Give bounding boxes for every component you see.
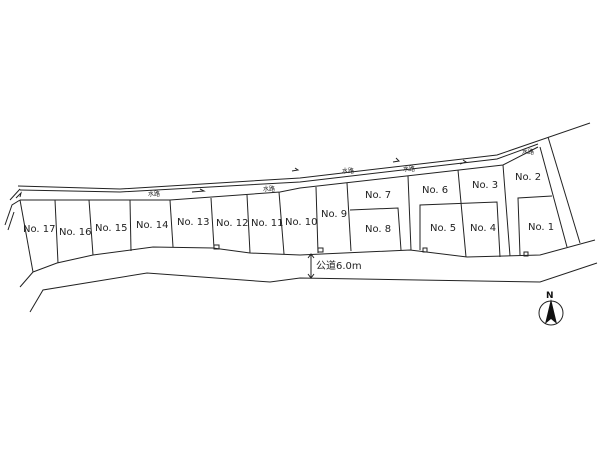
lot-labels: No. 1 No. 2 No. 3 No. 4 No. 5 No. 6 No. … [23,172,554,238]
waterway-label: 水路 [263,185,275,193]
lot-label-13: No. 13 [177,217,210,228]
road-width-dimension [307,253,315,279]
waterway-label: 水路 [403,165,415,173]
lot-label-8: No. 8 [365,224,391,235]
lot-label-2: No. 2 [515,172,541,183]
lot-label-11: No. 11 [251,218,284,229]
lot-label-1: No. 1 [528,222,554,233]
lot-label-10: No. 10 [285,217,318,228]
north-label: N [546,291,554,301]
lot-boundaries [19,146,596,273]
waterway-lines [4,122,591,244]
lot-label-9: No. 9 [321,209,347,220]
flow-arrows [15,157,468,199]
waterway-label: 水路 [342,167,354,175]
lot-label-16: No. 16 [59,227,92,238]
road-edges [19,262,598,313]
north-arrow-icon: N [538,291,564,326]
lot-label-6: No. 6 [422,185,448,196]
lot-label-4: No. 4 [470,223,496,234]
waterway-labels: 水路 水路 水路 水路 水路 [148,148,534,198]
road-label: 公道6.0m [316,259,362,272]
lot-label-7: No. 7 [365,190,391,201]
waterway-label: 水路 [148,190,160,198]
lot-label-15: No. 15 [95,223,128,234]
lot-label-5: No. 5 [430,223,456,234]
waterway-label: 水路 [522,148,534,156]
lot-label-12: No. 12 [216,218,249,229]
lot-label-3: No. 3 [472,180,498,191]
lot-label-17: No. 17 [23,224,56,235]
lot-label-14: No. 14 [136,220,169,231]
